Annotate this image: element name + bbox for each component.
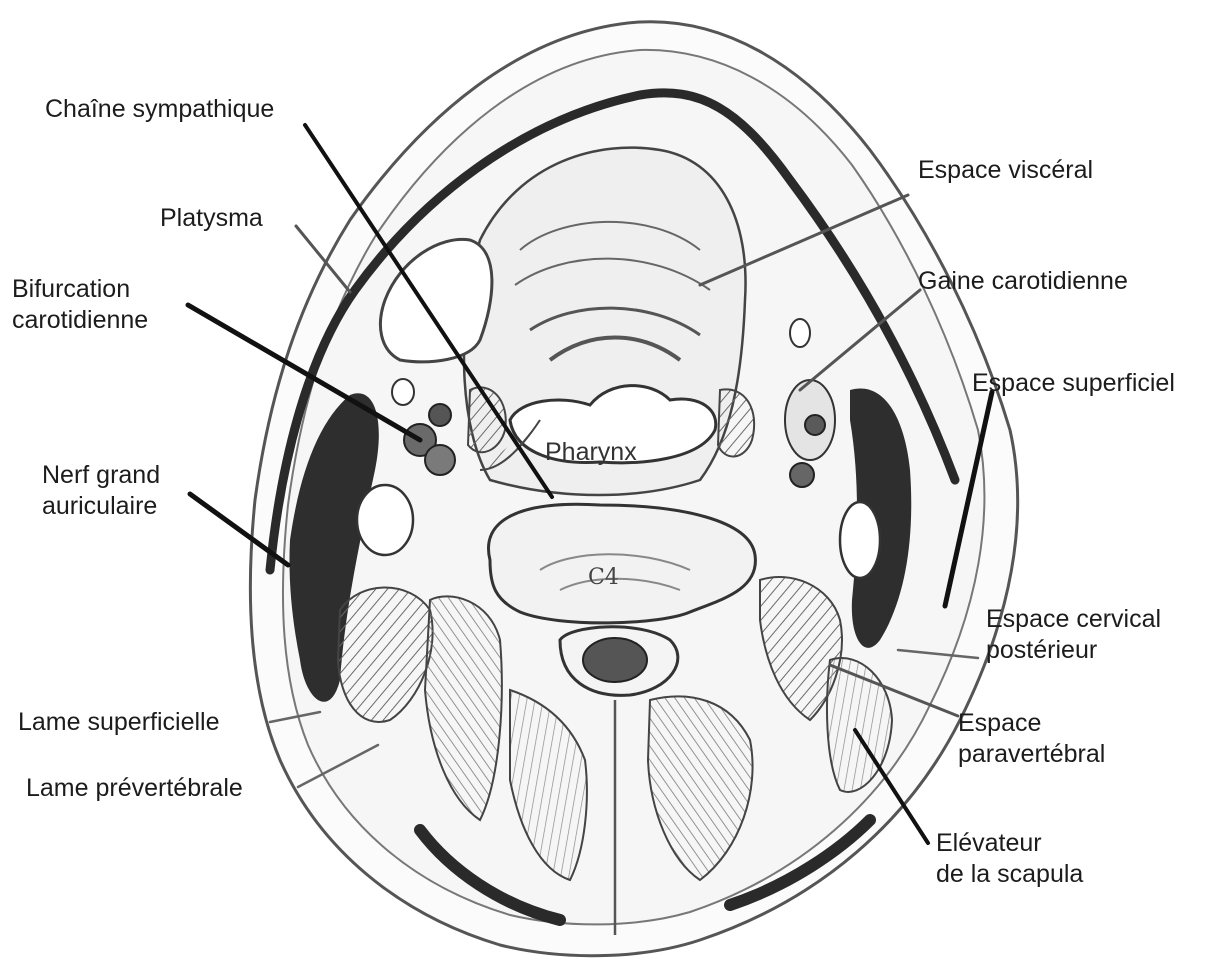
label-espace-cervical-line1: Espace cervical <box>986 604 1161 635</box>
spinal-cord <box>583 638 647 682</box>
label-vertebra: C4 <box>588 562 619 593</box>
label-espace-paravertebral: Espace paravertébral <box>958 708 1105 770</box>
label-nerf-line1: Nerf grand <box>42 460 160 491</box>
label-paravertebral-line1: Espace <box>958 708 1105 739</box>
label-bifurcation-carotidienne: Bifurcation carotidienne <box>12 274 148 336</box>
label-espace-superficiel: Espace superficiel <box>972 368 1175 399</box>
vessel-small-left <box>392 379 414 405</box>
parotid-left <box>357 485 413 555</box>
label-chaine-sympathique: Chaîne sympathique <box>45 94 274 125</box>
label-espace-cervical-posterieur: Espace cervical postérieur <box>986 604 1161 666</box>
label-bifurcation-line1: Bifurcation <box>12 274 148 305</box>
jugular-left <box>425 445 455 475</box>
label-pharynx: Pharynx <box>545 437 637 468</box>
label-nerf-grand-auriculaire: Nerf grand auriculaire <box>42 460 160 522</box>
vessel-small-right <box>790 319 810 347</box>
carotid-right <box>790 463 814 487</box>
label-bifurcation-line2: carotidienne <box>12 305 148 336</box>
label-lame-superficielle: Lame superficielle <box>18 707 220 738</box>
label-elevateur-line2: de la scapula <box>936 859 1083 890</box>
label-gaine-carotidienne: Gaine carotidienne <box>918 266 1128 297</box>
label-elevateur-line1: Elévateur <box>936 828 1083 859</box>
carotid-left-2 <box>429 404 451 426</box>
label-nerf-line2: auriculaire <box>42 491 160 522</box>
label-paravertebral-line2: paravertébral <box>958 739 1105 770</box>
label-espace-cervical-line2: postérieur <box>986 635 1161 666</box>
label-lame-prevertebrale: Lame prévertébrale <box>26 773 243 804</box>
parotid-right <box>840 502 880 578</box>
label-platysma: Platysma <box>160 203 263 234</box>
label-elevateur-scapula: Elévateur de la scapula <box>936 828 1083 890</box>
jugular-right <box>805 415 825 435</box>
label-espace-visceral: Espace viscéral <box>918 155 1093 186</box>
